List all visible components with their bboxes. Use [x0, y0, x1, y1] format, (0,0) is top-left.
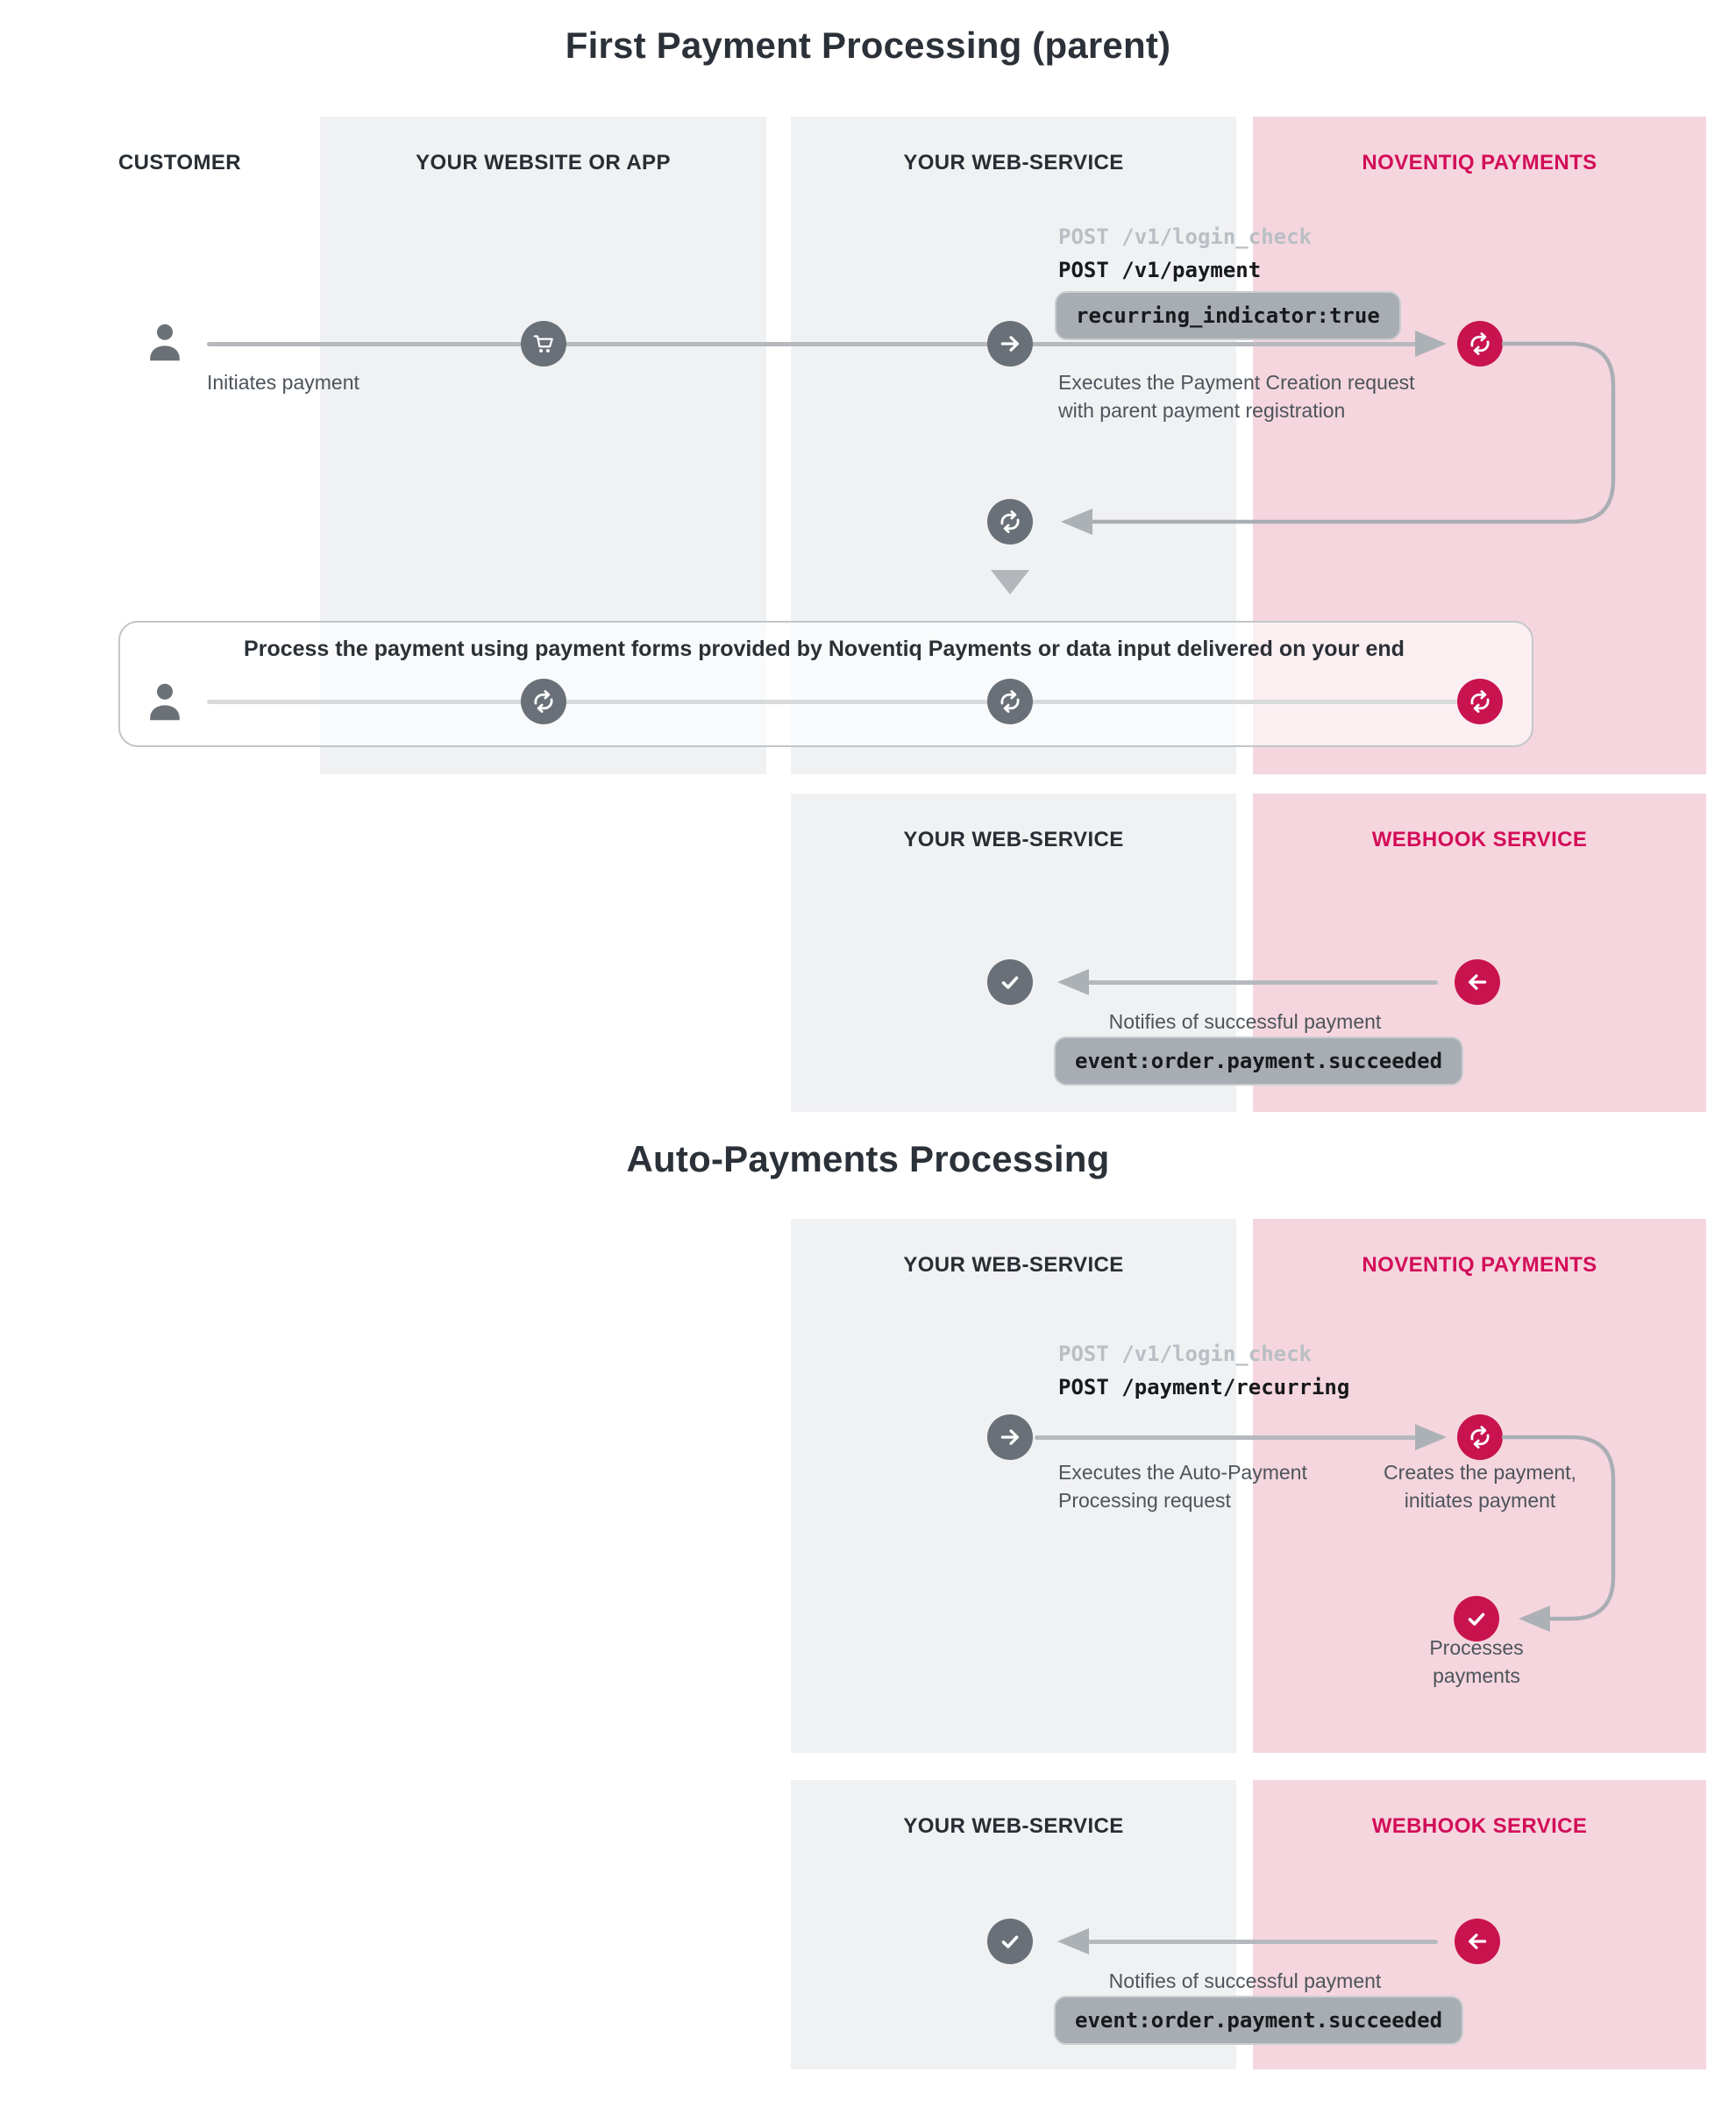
- section-title-first-payment: First Payment Processing (parent): [565, 25, 1171, 66]
- label-executes-request-2: with parent payment registration: [1058, 399, 1346, 422]
- column-webservice3-bg: [791, 1219, 1236, 1753]
- repeat-icon-response: [987, 499, 1033, 545]
- process-band: [118, 621, 1533, 747]
- code-payment-recurring: POST /payment/recurring: [1058, 1375, 1350, 1399]
- column-header-webservice: YOUR WEB-SERVICE: [903, 151, 1124, 174]
- auto-process-curve-arrow: [1502, 1435, 1616, 1632]
- label-notifies-payment: Notifies of successful payment: [1108, 1010, 1382, 1033]
- label-creates-payment-2: initiates payment: [1404, 1489, 1556, 1512]
- badge-recurring-indicator: recurring_indicator:true: [1055, 291, 1401, 340]
- process-band-line: [207, 700, 1457, 704]
- arrow-right-icon-2: [987, 1414, 1033, 1460]
- label-notifies-payment-2: Notifies of successful payment: [1108, 1969, 1382, 1992]
- label-creates-payment-1: Creates the payment,: [1384, 1461, 1576, 1484]
- column-header-webservice2: YOUR WEB-SERVICE: [903, 828, 1124, 851]
- webhook-line-2: [1087, 1940, 1438, 1944]
- column-header-customer: CUSTOMER: [117, 151, 242, 174]
- arrowhead-right-icon: [1415, 331, 1447, 357]
- column-noventiq2-bg: [1253, 1219, 1706, 1753]
- band-repeat-icon-noventiq: [1457, 679, 1503, 724]
- check-icon-processes: [1454, 1596, 1499, 1642]
- repeat-icon-noventiq-2: [1457, 1414, 1503, 1460]
- code-login-check-2: POST /v1/login_check: [1058, 1342, 1312, 1366]
- label-initiates-payment: Initiates payment: [207, 371, 359, 394]
- label-executes-auto-2: Processing request: [1058, 1489, 1231, 1512]
- badge-event-succeeded-2: event:order.payment.succeeded: [1054, 1996, 1464, 2045]
- band-person-icon: [144, 679, 186, 724]
- column-header-noventiq: NOVENTIQ PAYMENTS: [1362, 151, 1597, 174]
- arrowhead-left-icon-2: [1057, 1928, 1089, 1955]
- customer-person-icon: [144, 319, 186, 365]
- label-executes-auto-1: Executes the Auto-Payment: [1058, 1461, 1307, 1484]
- code-login-check: POST /v1/login_check: [1058, 224, 1312, 249]
- flow-line-initiate: [207, 342, 1417, 346]
- process-band-text: Process the payment using payment forms …: [244, 637, 1405, 661]
- triangle-down-icon: [991, 570, 1029, 595]
- column-header-noventiq2: NOVENTIQ PAYMENTS: [1362, 1253, 1597, 1277]
- column-header-website: YOUR WEBSITE OR APP: [416, 151, 671, 174]
- arrow-left-icon-webhook-2: [1455, 1919, 1500, 1964]
- label-processes-1: Processes: [1429, 1636, 1524, 1659]
- column-header-webhook: WEBHOOK SERVICE: [1371, 828, 1588, 851]
- return-curve-arrow: [1061, 341, 1616, 535]
- arrow-right-icon: [987, 321, 1033, 367]
- label-processes-2: payments: [1433, 1664, 1520, 1687]
- code-payment: POST /v1/payment: [1058, 258, 1262, 282]
- auto-flow-line: [1035, 1435, 1417, 1440]
- repeat-icon-noventiq: [1457, 321, 1503, 367]
- arrowhead-left-icon: [1057, 969, 1089, 995]
- webhook-line: [1087, 980, 1438, 985]
- column-header-webservice4: YOUR WEB-SERVICE: [903, 1814, 1124, 1838]
- check-icon-webservice: [987, 959, 1033, 1005]
- check-icon-webservice-2: [987, 1919, 1033, 1964]
- cart-icon: [521, 321, 566, 367]
- column-header-webservice3: YOUR WEB-SERVICE: [903, 1253, 1124, 1277]
- band-repeat-icon-website: [521, 679, 566, 724]
- label-executes-request-1: Executes the Payment Creation request: [1058, 371, 1415, 394]
- arrowhead-right-icon-2: [1415, 1424, 1447, 1450]
- column-header-webhook2: WEBHOOK SERVICE: [1371, 1814, 1588, 1838]
- badge-event-succeeded: event:order.payment.succeeded: [1054, 1036, 1464, 1086]
- arrow-left-icon-webhook: [1455, 959, 1500, 1005]
- section-title-auto-payments: Auto-Payments Processing: [626, 1138, 1110, 1179]
- band-repeat-icon-webservice: [987, 679, 1033, 724]
